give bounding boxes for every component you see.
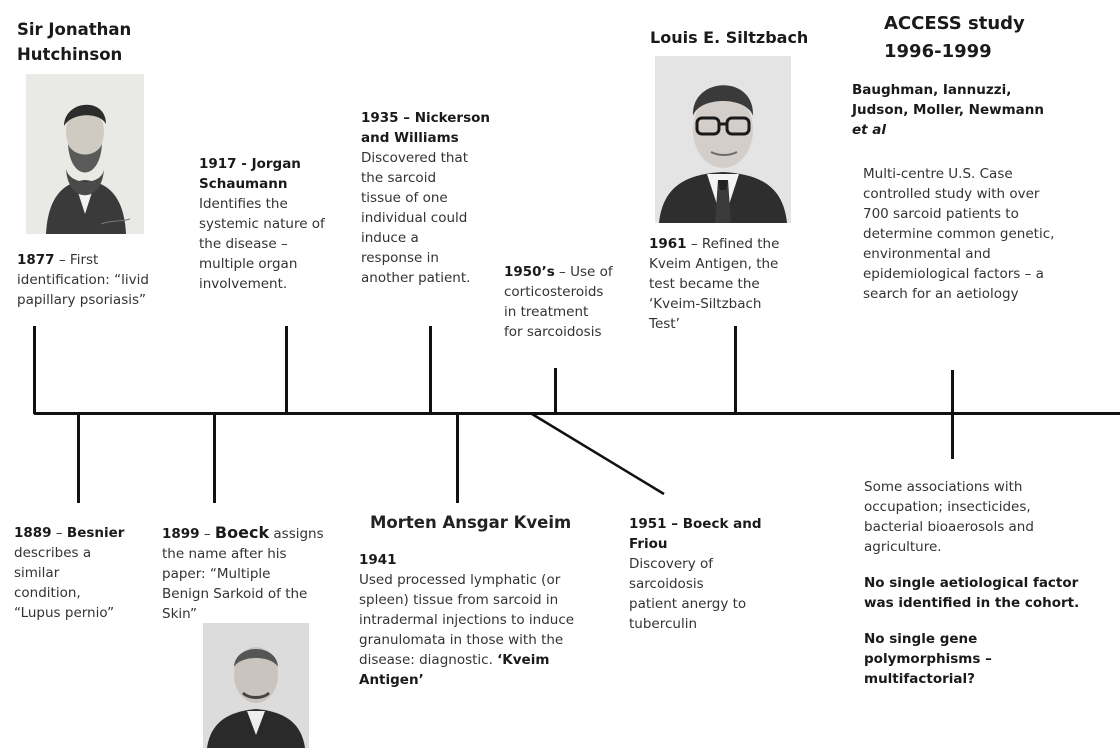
- besnier-block: 1889 – Besnier describes a similar condi…: [14, 525, 125, 621]
- access-description: Multi-centre U.S. Case controlled study …: [863, 166, 1055, 302]
- tick-1941: [456, 413, 459, 503]
- portrait-hutchinson-icon: [26, 74, 144, 234]
- findings-block: Some associations with occupation; insec…: [864, 479, 1080, 687]
- friou-block: 1951 – Boeck and Friou Discovery of sarc…: [629, 516, 762, 632]
- access-authors: Baughman, Iannuzzi, Judson, Moller, Newm…: [852, 82, 1044, 138]
- portrait-siltzbach-icon: [655, 56, 791, 223]
- schaumann-block: 1917 - Jorgan Schaumann Identifies the s…: [199, 156, 325, 292]
- tick-1899: [213, 413, 216, 503]
- tick-1950s: [554, 368, 557, 414]
- hutchinson-name: Sir Jonathan Hutchinson: [17, 20, 132, 64]
- tick-1961: [734, 326, 737, 414]
- hutchinson-text: 1877 – First identification: “livid papi…: [17, 252, 149, 308]
- access-title: ACCESS study 1996-1999: [884, 13, 1025, 62]
- tick-1935: [429, 326, 432, 414]
- timeline-axis: [34, 412, 1120, 415]
- kveim-name: Morten Ansgar Kveim: [370, 513, 572, 532]
- tick-findings: [951, 413, 954, 459]
- tick-1877: [33, 326, 36, 414]
- portrait-boeck-icon: [203, 623, 309, 748]
- kveim-text: 1941 Used processed lymphatic (or spleen…: [359, 552, 575, 688]
- tick-1917: [285, 326, 288, 414]
- siltzbach-text: 1961 – Refined the Kveim Antigen, the te…: [649, 236, 780, 332]
- tick-1889: [77, 413, 80, 503]
- boeck-block: 1899 – Boeck assigns the name after his …: [162, 523, 324, 622]
- fifties-block: 1950’s – Use of corticosteroids in treat…: [504, 264, 613, 340]
- nickerson-block: 1935 – Nickerson and Williams Discovered…: [361, 110, 491, 286]
- tick-access: [951, 370, 954, 414]
- siltzbach-name: Louis E. Siltzbach: [650, 28, 809, 47]
